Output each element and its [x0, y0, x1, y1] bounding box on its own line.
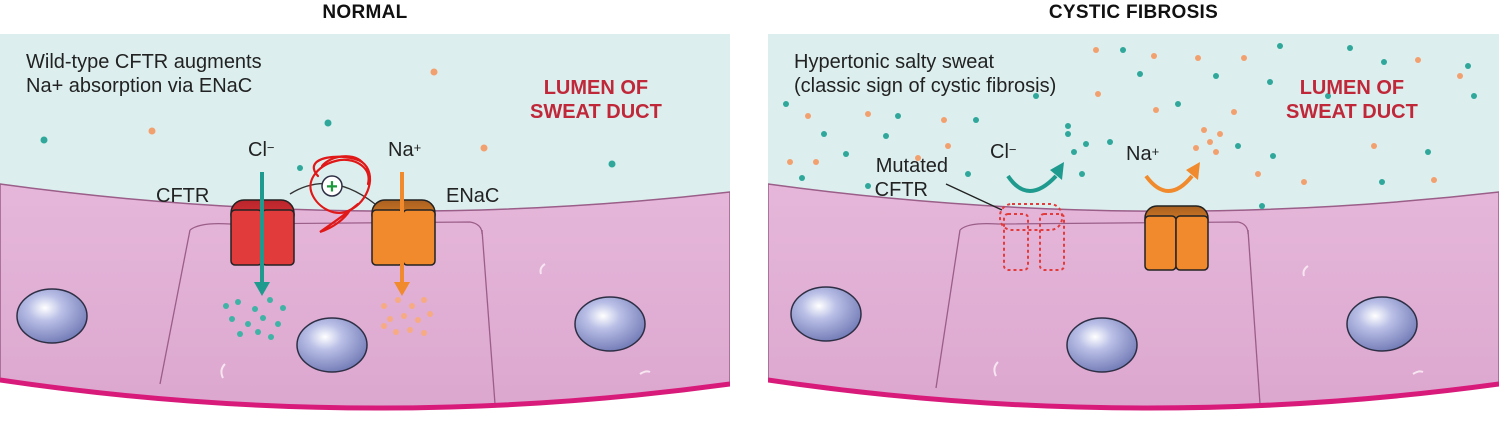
- normal-lumen-label: LUMEN OF SWEAT DUCT: [530, 76, 662, 124]
- lumen-area: [768, 34, 1499, 212]
- cystic-fibrosis-panel: Hypertonic salty sweat (classic sign of …: [768, 34, 1499, 443]
- mutated-cftr-channel: [999, 203, 1065, 271]
- nucleus: [16, 288, 88, 344]
- cell-border: [481, 229, 496, 405]
- lumen-ion: [480, 144, 488, 152]
- mutated-cftr-leader: [945, 183, 1003, 211]
- cell-border: [1247, 229, 1261, 405]
- sodium-arrowhead: [394, 282, 410, 296]
- cftr-label: CFTR: [156, 185, 210, 207]
- basement-membrane: [0, 377, 730, 411]
- lumen-sodium-ions: [787, 47, 1463, 185]
- cystic-lumen-line1: LUMEN OF: [1299, 77, 1405, 99]
- augment-plus-sign: +: [326, 176, 338, 198]
- cystic-fibrosis-panel-title: CYSTIC FIBROSIS: [1048, 2, 1219, 23]
- lumen-ion: [40, 136, 48, 144]
- red-scribble-annotation: [309, 155, 372, 234]
- cell-apical-surface: [959, 221, 1249, 235]
- normal-caption-line1: Wild-type CFTR augments: [26, 51, 262, 73]
- nucleus: [1346, 296, 1418, 352]
- lumen-ion: [430, 68, 438, 76]
- sodium-charge: +: [1151, 144, 1160, 159]
- nucleus: [790, 286, 862, 342]
- basement-membrane: [768, 377, 1499, 411]
- nucleus: [574, 296, 646, 352]
- cystic-lumen-line2: SWEAT DUCT: [1286, 101, 1418, 123]
- intracellular-sodium-ions: [381, 297, 433, 336]
- mutated-cftr-line2: CFTR: [874, 179, 928, 201]
- nucleus: [296, 317, 368, 373]
- cystic-sodium-label: Na+: [1126, 142, 1159, 166]
- cell-border: [159, 229, 191, 385]
- normal-panel: + Wild-type CFTR augments Na+ absorption…: [0, 34, 730, 443]
- epithelial-layer: [0, 183, 730, 409]
- lumen-area: [0, 34, 730, 212]
- cystic-caption: Hypertonic salty sweat (classic sign of …: [794, 50, 1056, 98]
- chloride-efflux-arrow: [1006, 174, 1058, 193]
- normal-caption-line2: Na+ absorption via ENaC: [26, 75, 253, 97]
- cystic-fibrosis-diagram: [768, 34, 1499, 411]
- chloride-symbol: Cl: [990, 141, 1009, 163]
- cell-apical-surface: [189, 221, 483, 235]
- sodium-efflux-arrow: [1144, 174, 1194, 193]
- sodium-symbol: Na: [388, 139, 414, 161]
- lumen-chloride-ions: [783, 43, 1477, 209]
- chloride-efflux-arrowhead: [1050, 162, 1064, 180]
- normal-sodium-label: Na+: [388, 138, 421, 162]
- mutated-cftr-line1: Mutated: [875, 155, 948, 177]
- lumen-ion: [148, 127, 156, 135]
- normal-lumen-line2: SWEAT DUCT: [530, 101, 662, 123]
- enac-channel: [1144, 205, 1209, 271]
- cystic-caption-line1: Hypertonic salty sweat: [794, 51, 995, 73]
- sodium-symbol: Na: [1126, 143, 1152, 165]
- normal-diagram: +: [0, 34, 730, 411]
- chloride-charge: −: [1008, 142, 1017, 157]
- intracellular-chloride-ions: [223, 297, 286, 340]
- enac-label: ENaC: [446, 185, 500, 207]
- sodium-efflux-arrowhead: [1186, 162, 1200, 180]
- augment-plus-circle: [321, 175, 343, 197]
- normal-panel-title: NORMAL: [322, 2, 408, 23]
- chloride-charge: −: [266, 140, 275, 155]
- epithelial-layer: [768, 183, 1499, 409]
- lumen-ion: [297, 165, 303, 171]
- chloride-arrowhead: [254, 282, 270, 296]
- nucleus: [1066, 317, 1138, 373]
- cystic-chloride-label: Cl−: [990, 140, 1016, 164]
- cystic-lumen-label: LUMEN OF SWEAT DUCT: [1286, 76, 1418, 124]
- cell-border: [935, 229, 961, 389]
- cystic-caption-line2: (classic sign of cystic fibrosis): [794, 75, 1057, 97]
- normal-chloride-label: Cl−: [248, 138, 274, 162]
- lumen-ion: [608, 160, 616, 168]
- chloride-symbol: Cl: [248, 139, 267, 161]
- mutated-cftr-label: Mutated CFTR: [856, 154, 948, 202]
- sodium-charge: +: [413, 140, 422, 155]
- lumen-ion: [324, 119, 332, 127]
- normal-lumen-line1: LUMEN OF: [543, 77, 649, 99]
- normal-caption: Wild-type CFTR augments Na+ absorption v…: [26, 50, 262, 98]
